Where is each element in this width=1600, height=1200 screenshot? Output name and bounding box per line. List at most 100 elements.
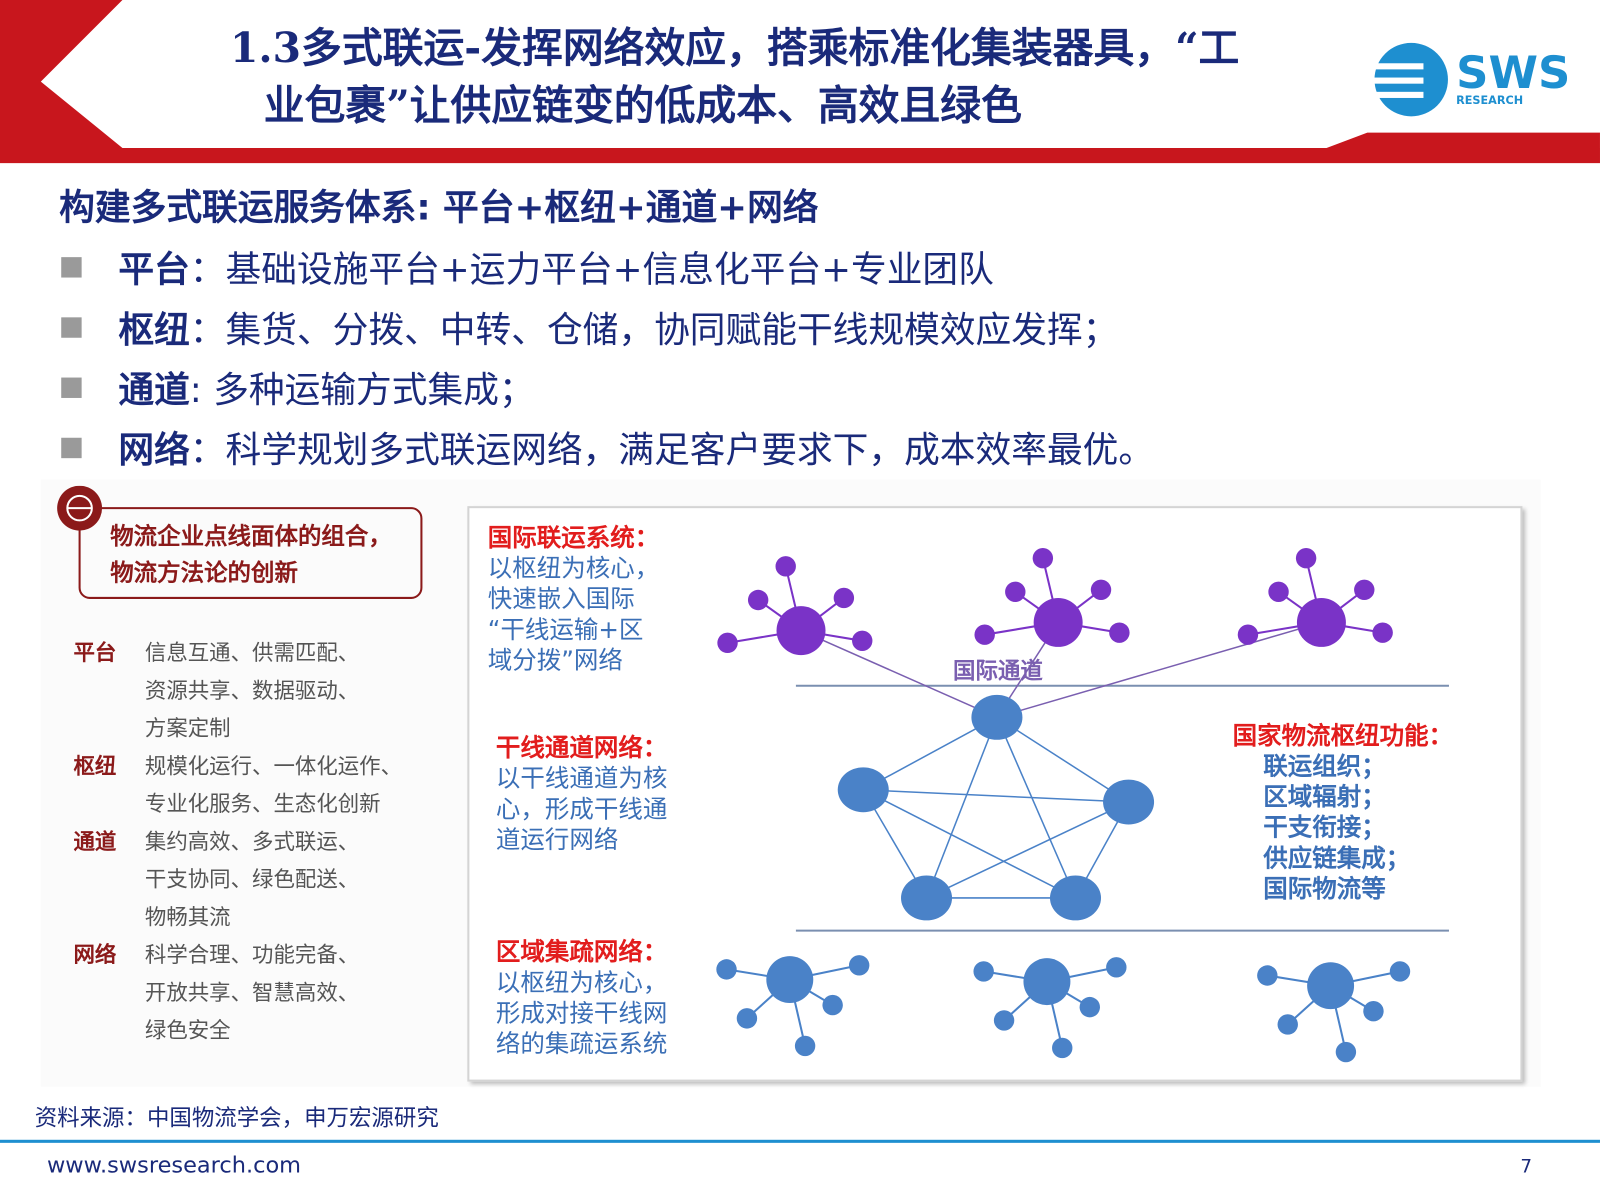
footer-divider	[0, 1139, 1600, 1143]
trunk-link	[925, 717, 998, 899]
regional-satellite	[1277, 1014, 1298, 1035]
trunk-node	[1103, 779, 1155, 825]
regional-text: 区域集疏网络：以枢纽为核心，形成对接干线网络的集疏运系统	[495, 937, 668, 1059]
intl-hub	[1033, 597, 1083, 647]
left-list-key	[73, 1012, 144, 1050]
page-number: 7	[1520, 1156, 1533, 1178]
intl-satellite	[1109, 622, 1130, 643]
trunk-link	[996, 717, 1077, 899]
footer-url[interactable]: www.swsresearch.com	[46, 1153, 302, 1179]
left-list-key	[73, 710, 144, 748]
left-list-text: 方案定制	[144, 716, 231, 741]
intl-text: 国际联运系统：以枢纽为核心，快速嵌入国际“干线运输+区域分拨”网络	[487, 523, 660, 675]
bullet-item: 平台：基础设施平台+运力平台+信息化平台+专业团队	[61, 237, 1154, 297]
intl-satellite	[1237, 624, 1259, 645]
regional-satellite	[736, 1008, 758, 1029]
bullet-key: 网络	[118, 430, 190, 472]
source-note: 资料来源：中国物流学会，申万宏源研究	[34, 1106, 439, 1132]
regional-hub	[766, 956, 814, 1004]
intl-satellite	[974, 624, 995, 645]
regional-hub	[1307, 962, 1355, 1010]
trunk-node	[971, 694, 1023, 740]
bullet-text: ：集货、分拨、中转、仓储，协同赋能干线规模效应发挥；	[189, 310, 1119, 352]
bullet-text: ：基础设施平台+运力平台+信息化平台+专业团队	[189, 249, 994, 291]
left-list-key: 通道	[73, 829, 117, 855]
left-list-text: 物畅其流	[144, 905, 231, 930]
left-list-text: 规模化运行、一体化运作、	[144, 754, 403, 779]
left-list-text: 集约高效、多式联运、	[144, 829, 360, 855]
left-list-text: 干支协同、绿色配送、	[144, 867, 360, 892]
regional-satellite	[794, 1035, 816, 1057]
intl-satellite	[747, 589, 769, 611]
header-banner	[0, 0, 1600, 164]
intl-satellite	[1372, 622, 1393, 643]
diagram-panel: 国际联运系统：以枢纽为核心，快速嵌入国际“干线运输+区域分拨”网络 国际通道 干…	[467, 506, 1523, 1082]
intl-hub	[776, 606, 826, 656]
left-list-line: 资源共享、数据驱动、	[73, 672, 402, 710]
regional-satellite	[822, 994, 843, 1016]
left-list-text: 信息互通、供需匹配、	[144, 640, 360, 666]
regional-satellite	[1106, 957, 1127, 978]
left-list-key	[73, 786, 144, 824]
intl-satellite	[1090, 579, 1112, 600]
regional-satellite	[716, 959, 737, 980]
intl-link	[996, 621, 1322, 719]
regional-satellite	[1257, 965, 1278, 986]
hub-text: 国家物流枢纽功能：联运组织；区域辐射；干支衔接；供应链集成；国际物流等	[1232, 721, 1454, 904]
intl-satellite	[852, 630, 873, 652]
regional-satellite	[973, 961, 994, 982]
left-list-key: 枢纽	[73, 754, 117, 779]
left-list-key	[73, 899, 144, 937]
trunk-link	[862, 789, 1076, 899]
bullet-key: 通道	[118, 370, 190, 412]
trunk-node	[837, 767, 889, 813]
bullet-square-icon	[61, 256, 82, 278]
left-list-key	[73, 861, 144, 899]
left-list-line: 专业化服务、生态化创新	[73, 786, 402, 824]
intl-satellite	[1032, 547, 1054, 569]
regional-satellite	[1052, 1037, 1073, 1059]
trunk-link	[862, 716, 998, 791]
trunk-node	[901, 875, 953, 921]
left-list-text: 科学合理、功能完备、	[144, 942, 360, 968]
regional-satellite	[993, 1010, 1015, 1031]
intl-channel-label: 国际通道	[953, 659, 1043, 685]
regional-satellite	[848, 955, 870, 976]
left-list-text: 专业化服务、生态化创新	[144, 791, 381, 817]
bullet-text: : 多种运输方式集成；	[189, 370, 535, 412]
left-list-line: 通道 集约高效、多式联运、	[73, 823, 402, 861]
regional-satellite	[1335, 1041, 1357, 1063]
trunk-link	[863, 789, 1129, 803]
bullet-square-icon	[61, 316, 82, 338]
bullet-text: ：科学规划多式联运网络，满足客户要求下，成本效率最优。	[189, 430, 1155, 472]
intl-link	[800, 629, 998, 719]
bullet-square-icon	[61, 437, 82, 458]
bullet-square-icon	[61, 377, 82, 398]
bullet-item: 枢纽：集货、分拨、中转、仓储，协同赋能干线规模效应发挥；	[61, 297, 1154, 357]
left-list-key: 网络	[73, 942, 117, 968]
left-list-key	[73, 672, 144, 710]
bullet-key: 平台	[118, 249, 190, 291]
left-list-text: 绿色安全	[144, 1018, 231, 1043]
left-list-key	[73, 974, 144, 1012]
intl-satellite	[833, 587, 855, 609]
bullet-item: 通道: 多种运输方式集成；	[61, 357, 1154, 417]
trunk-link	[926, 801, 1129, 899]
regional-satellite	[1079, 996, 1100, 1018]
intl-satellite	[1295, 547, 1317, 569]
left-list-line: 干支协同、绿色配送、	[73, 861, 402, 899]
regional-hub	[1023, 958, 1071, 1006]
trunk-text: 干线通道网络：以干线通道为核心，形成干线通道运行网络	[495, 733, 668, 855]
left-list: 平台 信息互通、供需匹配、资源共享、数据驱动、方案定制枢纽 规模化运行、一体化运作、…	[73, 635, 402, 1050]
intl-satellite	[717, 632, 738, 654]
bullet-item: 网络：科学规划多式联运网络，满足客户要求下，成本效率最优。	[61, 417, 1154, 477]
network-figure: 物流企业点线面体的组合，物流方法论的创新 平台信息互通、供需匹配、资源共享、数据…	[40, 479, 1541, 1087]
left-list-line: 平台 信息互通、供需匹配、	[73, 635, 402, 673]
page-title: 1.3多式联运-发挥网络效应，搭乘标准化集装器具，“工业包裹”让供应链变的低成本…	[229, 24, 1240, 130]
intl-satellite	[1354, 579, 1375, 600]
network-diagram	[716, 547, 1449, 1063]
left-list-text: 资源共享、数据驱动、	[144, 678, 360, 704]
left-list-text: 开放共享、智慧高效、	[144, 980, 360, 1006]
left-list-key: 平台	[73, 640, 117, 666]
